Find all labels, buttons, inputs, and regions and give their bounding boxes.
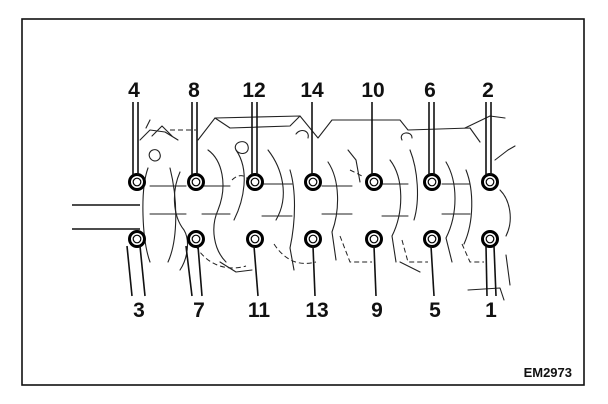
bottom-leader-lines	[126, 245, 497, 297]
label-8: 8	[188, 79, 200, 102]
bolt-bottom-7	[187, 230, 205, 248]
top-leader-lines	[132, 102, 492, 175]
crankshaft-end	[72, 204, 140, 230]
label-10: 10	[361, 79, 384, 102]
bolt-top-10	[365, 173, 383, 191]
label-12: 12	[242, 79, 265, 102]
label-11: 11	[248, 299, 271, 322]
bolt-top-6	[423, 173, 441, 191]
bolt-bottom-3	[128, 230, 146, 248]
bolt-top-12	[246, 173, 264, 191]
bolt-bottom-1	[481, 230, 499, 248]
bolt-bottom-5	[423, 230, 441, 248]
label-13: 13	[305, 299, 328, 322]
figure-frame	[21, 18, 585, 386]
bolt-top-8	[187, 173, 205, 191]
label-5: 5	[429, 299, 441, 322]
engine-block-sketch	[139, 115, 516, 301]
bolt-top-2	[481, 173, 499, 191]
bolt-bottom-11	[246, 230, 264, 248]
figure-code: EM2973	[524, 365, 572, 380]
label-14: 14	[300, 79, 324, 102]
label-2: 2	[482, 79, 494, 102]
label-9: 9	[371, 299, 383, 322]
bolt-bottom-13	[304, 230, 322, 248]
label-3: 3	[133, 299, 145, 322]
label-7: 7	[193, 299, 205, 322]
label-1: 1	[485, 299, 497, 322]
label-4: 4	[128, 79, 140, 102]
label-6: 6	[424, 79, 436, 102]
bolt-top-4	[128, 173, 146, 191]
bolt-top-14	[304, 173, 322, 191]
bolt-bottom-9	[365, 230, 383, 248]
